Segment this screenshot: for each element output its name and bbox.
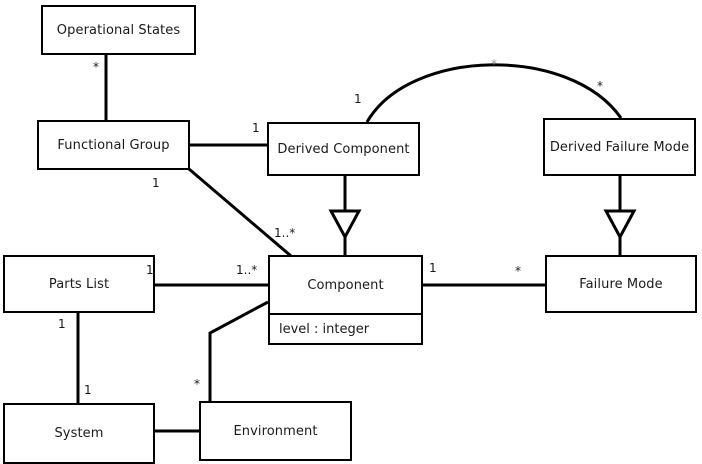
edge-functional-group-component [188, 167, 292, 258]
multiplicity-op-states-to-fg: * [93, 60, 99, 74]
class-name-environment: Environment [233, 423, 318, 439]
class-name-component: Component [307, 277, 384, 293]
class-name-operational-states: Operational States [56, 22, 181, 38]
class-name-derived-component: Derived Component [277, 141, 410, 157]
multiplicity-parts-list-bottom: 1 [58, 317, 66, 331]
class-name-parts-list: Parts List [48, 276, 110, 292]
multiplicity-fg-to-component: 1 [152, 176, 160, 190]
multiplicity-failure-mode-end: * [515, 264, 521, 278]
class-environment[interactable]: Environment [199, 401, 352, 461]
generalization-triangle-component [328, 209, 362, 241]
multiplicity-environment-to-component: * [194, 377, 200, 391]
multiplicity-parts-list-top: 1 [146, 263, 154, 277]
edge-environment-component [208, 300, 269, 401]
class-component[interactable]: Component [268, 255, 423, 315]
generalization-triangle-failure-mode [603, 209, 637, 241]
multiplicity-fg-to-derived-component: 1 [252, 121, 260, 135]
class-derived-component[interactable]: Derived Component [267, 122, 420, 176]
class-functional-group[interactable]: Functional Group [37, 120, 190, 170]
class-operational-states[interactable]: Operational States [41, 5, 196, 55]
class-name-functional-group: Functional Group [57, 137, 170, 153]
class-component-attribute-compartment[interactable]: level : integer [268, 315, 423, 345]
multiplicity-system-top: 1 [84, 383, 92, 397]
multiplicity-component-to-failure-mode: 1 [429, 261, 437, 275]
class-system[interactable]: System [3, 403, 155, 464]
multiplicity-arc-apex: * [491, 57, 497, 71]
multiplicity-parts-list-to-component: 1..* [236, 263, 258, 277]
class-derived-failure-mode[interactable]: Derived Failure Mode [543, 118, 696, 176]
multiplicity-derived-component-arc: 1 [354, 92, 362, 106]
class-failure-mode[interactable]: Failure Mode [545, 255, 697, 313]
multiplicity-fg-component-end: 1..* [274, 226, 296, 240]
multiplicity-derived-failure-mode-arc: * [597, 79, 603, 93]
attribute-level: level : integer [279, 321, 370, 337]
class-name-failure-mode: Failure Mode [579, 276, 663, 292]
class-name-system: System [54, 426, 104, 441]
edge-derived-component-derived-failure-mode [365, 63, 623, 123]
class-name-derived-failure-mode: Derived Failure Mode [549, 139, 690, 155]
class-parts-list[interactable]: Parts List [3, 255, 155, 313]
